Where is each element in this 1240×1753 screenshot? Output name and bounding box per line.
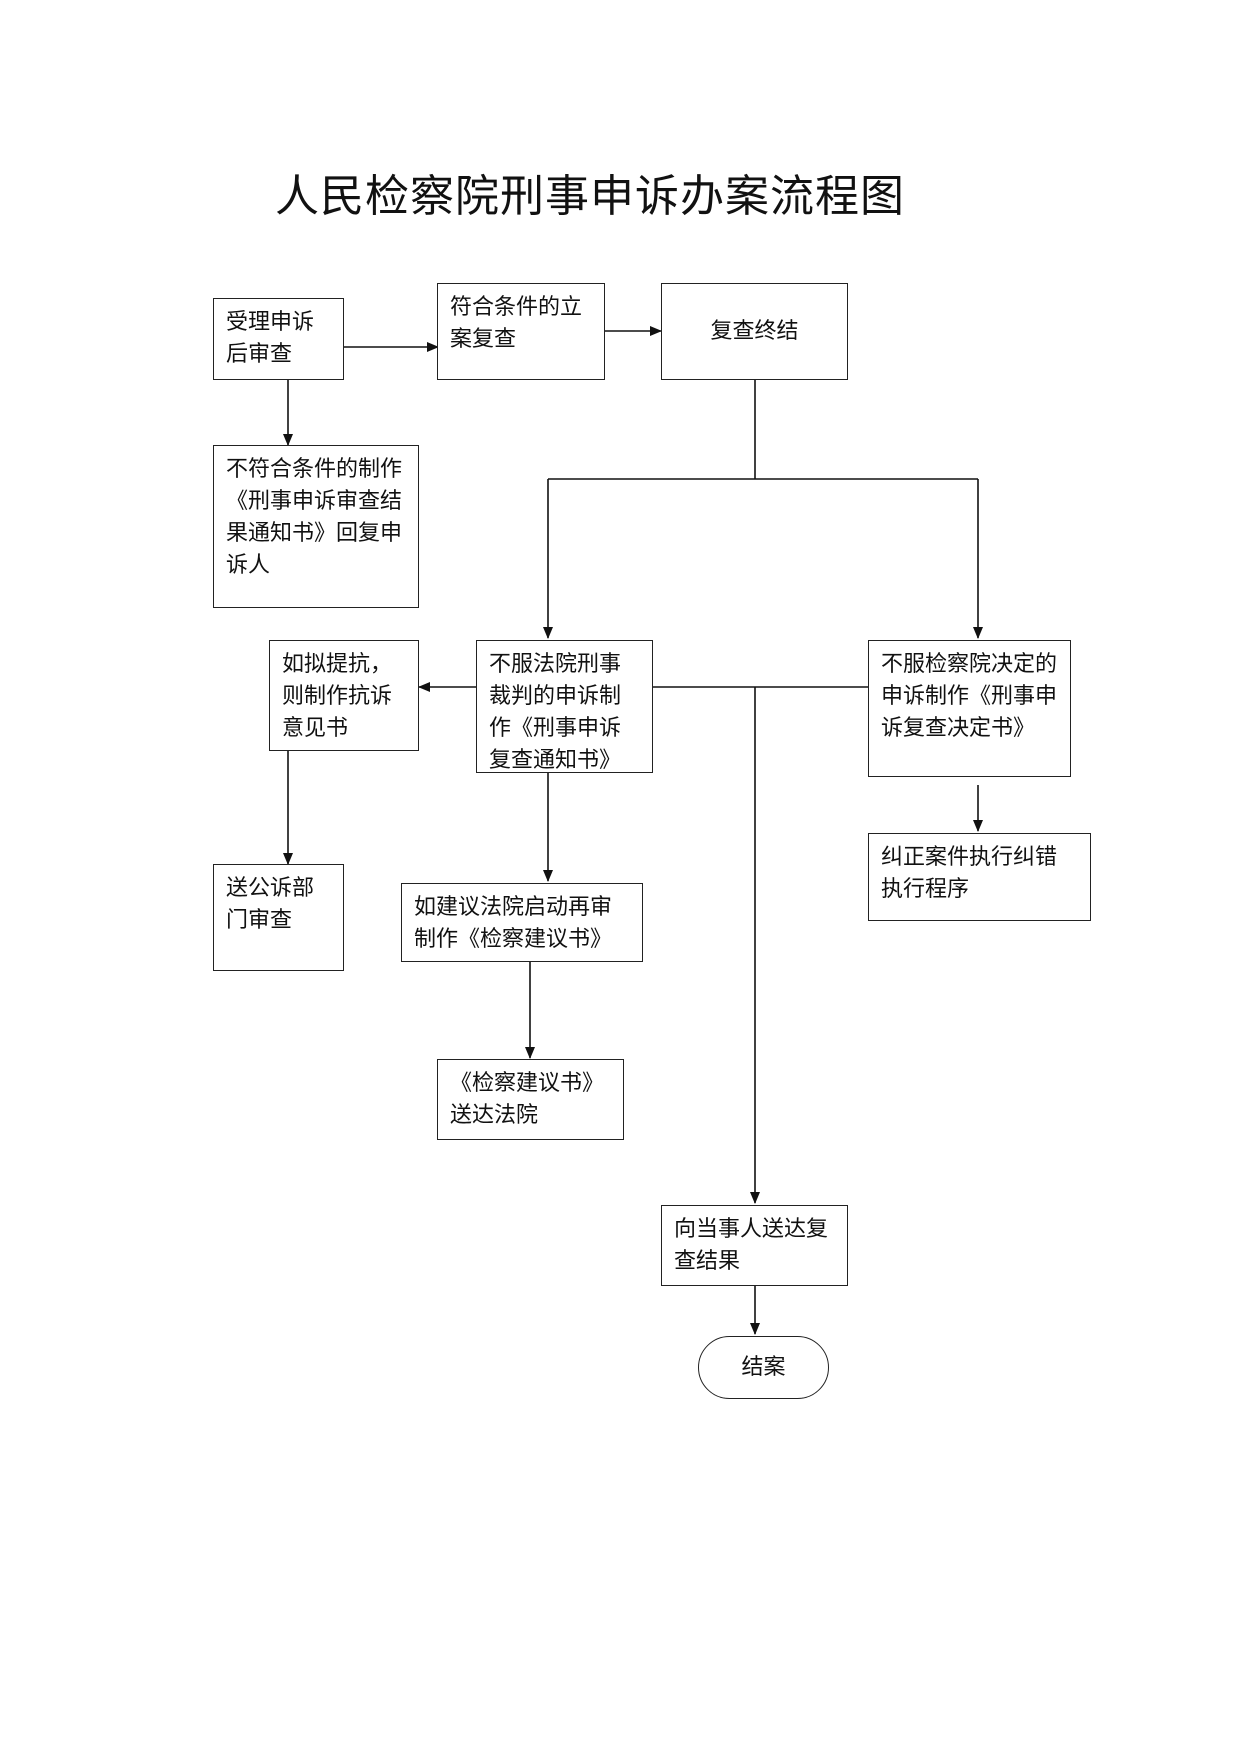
node-review-conclusion-text: 复查终结 [710,318,799,344]
node-review-conclusion: 复查终结 [661,283,848,380]
node-accept-review-text: 受理申诉后审查 [226,310,315,367]
node-close-case-text: 结案 [741,1354,786,1380]
node-not-eligible-text: 不符合条件的制作《刑事申诉审查结果通知书》回复申诉人 [226,457,403,578]
node-eligible-review: 符合条件的立案复查 [437,283,605,380]
node-propose-protest: 如拟提抗，则制作抗诉意见书 [269,640,419,751]
node-propose-protest-text: 如拟提抗，则制作抗诉意见书 [282,652,393,741]
node-deliver-result: 向当事人送达复查结果 [661,1205,848,1286]
node-eligible-review-text: 符合条件的立案复查 [450,295,583,352]
node-dispute-court-judgment-text: 不服法院刑事裁判的申诉制作《刑事申诉复查通知书》 [489,652,622,773]
node-accept-review: 受理申诉后审查 [213,298,344,380]
node-correct-execution: 纠正案件执行纠错执行程序 [868,833,1091,921]
node-suggest-retrial-text: 如建议法院启动再审制作《检察建议书》 [414,895,613,952]
node-deliver-result-text: 向当事人送达复查结果 [674,1217,829,1274]
node-send-prosecution-dept-text: 送公诉部门审查 [226,876,315,933]
node-dispute-court-judgment: 不服法院刑事裁判的申诉制作《刑事申诉复查通知书》 [476,640,653,773]
node-deliver-suggestion-text: 《检察建议书》送达法院 [450,1071,605,1128]
node-send-prosecution-dept: 送公诉部门审查 [213,864,344,971]
node-deliver-suggestion: 《检察建议书》送达法院 [437,1059,624,1140]
node-not-eligible: 不符合条件的制作《刑事申诉审查结果通知书》回复申诉人 [213,445,419,608]
node-suggest-retrial: 如建议法院启动再审制作《检察建议书》 [401,883,643,962]
node-correct-execution-text: 纠正案件执行纠错执行程序 [881,845,1058,902]
node-dispute-procuratorate-decision: 不服检察院决定的申诉制作《刑事申诉复查决定书》 [868,640,1071,777]
page-title: 人民检察院刑事申诉办案流程图 [275,171,905,222]
node-dispute-procuratorate-decision-text: 不服检察院决定的申诉制作《刑事申诉复查决定书》 [881,652,1058,741]
node-close-case: 结案 [698,1336,829,1399]
